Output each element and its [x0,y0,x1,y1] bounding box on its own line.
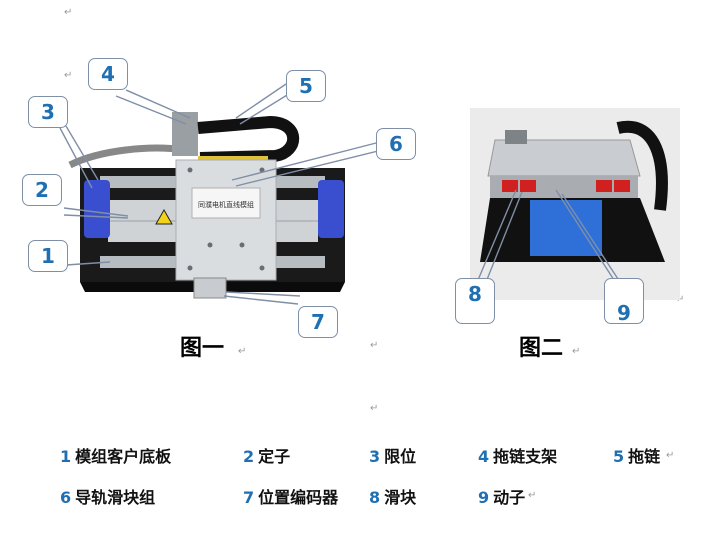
carriage-label [191,187,261,219]
callout-3: 3 [28,96,68,128]
figure-2-caption: 图二 [519,336,564,361]
legend-num: 3 [369,447,381,466]
paragraph-mark: ↵ [238,346,247,357]
legend-num: 4 [478,447,490,466]
legend-label: 位置编码器 [258,488,339,507]
paragraph-mark: ↵ [64,70,73,81]
legend-num: 6 [60,488,72,507]
callout-1: 1 [28,240,68,272]
carriage-screws [187,167,265,271]
legend-label: 定子 [258,447,291,466]
callout-7: 7 [298,306,338,338]
legend-num: 9 [478,488,490,507]
legend-num: 5 [613,447,625,466]
slider-right-red [596,180,612,192]
callout-5: 5 [286,70,326,102]
figure-2-illustration [470,108,680,300]
paragraph-mark: ↵ [572,346,581,357]
paragraph-mark: ↵ [676,294,685,305]
callout-8: 8 [455,278,495,324]
legend-label: 拖链支架 [493,447,558,466]
legend-label: 动子 [493,488,526,507]
drag-chain-bracket [172,112,198,156]
paragraph-mark: ↵ [64,7,73,18]
legend-label: 导轨滑块组 [75,488,156,507]
legend-label: 滑块 [384,488,417,507]
limit-block-right [318,180,344,238]
paragraph-mark: ↵ [370,403,379,414]
legend-num: 1 [60,447,72,466]
callout-9: 9 [604,278,644,325]
slider-left-red [502,180,518,192]
drag-chain [197,115,300,164]
warning-icon [155,208,173,225]
position-encoder [193,277,227,299]
leader-lines-2 [477,189,621,283]
callout-2: 2 [22,174,62,206]
leader-lines [59,83,383,305]
callout-6: 6 [376,128,416,160]
legend-num: 8 [369,488,381,507]
legend-num: 7 [243,488,255,507]
figure-1-caption: 图一 [180,336,225,361]
drag-chain-2 [616,120,668,211]
mover [530,200,602,256]
paragraph-mark: ↵ [528,490,537,501]
legend-label: 拖链 [628,447,661,466]
legend-num: 2 [243,447,255,466]
paragraph-mark: ↵ [666,450,675,461]
carriage-2 [487,139,641,177]
legend-label: 模组客户底板 [75,447,172,466]
plate-text: 同濮电机直线模组 [198,200,254,209]
callout-4: 4 [88,58,128,90]
paragraph-mark: ↵ [370,340,379,351]
figure-1-illustration: 同濮电机直线模组 [59,83,383,305]
limit-block-left [84,180,110,238]
legend-label: 限位 [384,447,417,466]
